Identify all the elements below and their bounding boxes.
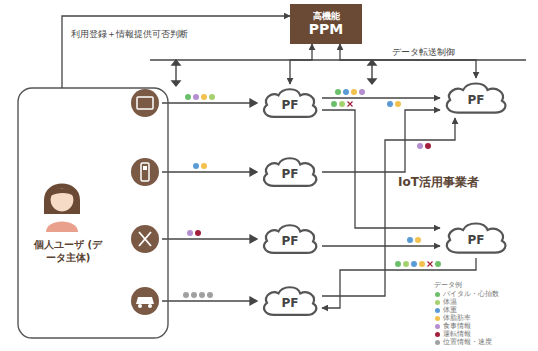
data-dot [209,94,215,100]
connector [322,110,440,172]
legend-swatch [435,300,440,305]
data-dot [351,89,357,95]
data-dot [395,261,401,267]
data-dot [425,143,431,149]
cloud-path [264,158,316,186]
platform-cloud: PF [440,78,512,118]
platform-cloud: PF [258,153,322,191]
legend-swatch [435,308,440,313]
blocked-mark [428,262,433,267]
data-dots [183,89,441,298]
data-dot [411,261,417,267]
operator-label: IoT活用事業者 [398,174,479,191]
ppm-box: 高機能PPM [290,4,362,44]
user-group-outline [18,88,168,338]
data-dot [201,163,207,169]
data-dot [199,292,205,298]
data-dot [183,292,189,298]
edge-label: 利用登録＋情報提供可否判断 [70,28,189,41]
platform-label: PF [468,93,485,107]
data-dot [419,261,425,267]
data-dot [343,89,349,95]
data-dot [201,94,207,100]
data-dot [335,89,341,95]
legend-swatch [435,340,440,345]
blocked-mark [348,102,353,107]
legend-swatch [435,332,440,337]
legend-swatch [435,292,440,297]
legend-text: 体重 [443,306,457,315]
bus-stubs [172,60,376,86]
connector [340,44,476,78]
data-dot [193,94,199,100]
data-dot [407,237,413,243]
device-arrows [162,99,257,305]
legend-text: 体脂肪率 [443,314,471,323]
legend-text: 体温 [443,298,457,307]
data-dot [191,292,197,298]
data-dot [195,230,201,236]
platform-label: PF [282,296,299,310]
legend-text: 運転情報 [443,330,471,339]
data-dot [387,101,393,107]
platform-label: PF [282,234,299,248]
legend-text: 位置情報・速度 [443,338,492,347]
platform-label: PF [468,233,485,247]
platform-label: PF [282,98,299,112]
platform-cloud: PF [258,282,322,320]
ppm-text: 高機能 [313,11,340,21]
connector [62,16,290,88]
connector [322,110,440,228]
platform-cloud: PF [258,220,322,258]
data-dot [403,261,409,267]
legend-swatch [435,316,440,321]
legend-swatch [435,324,440,329]
data-dot [359,89,365,95]
connector [290,44,312,84]
cloud-path [264,287,316,315]
data-dot [185,94,191,100]
platform-cloud: PF [440,218,512,258]
ppm-text: PPM [309,21,343,37]
cloud-path [264,89,316,117]
data-dot [207,292,213,298]
data-dot [415,237,421,243]
data-dot [395,101,401,107]
cloud-path [447,224,506,253]
connector [322,118,455,296]
data-dot [435,261,441,267]
data-dot [187,230,193,236]
cloud-path [447,84,506,113]
connector [322,258,476,308]
legend-text: バイタル・心拍数 [443,290,499,299]
device-icons [131,89,159,315]
data-dot [417,143,423,149]
user-group: 個人ユーザ (データ主体) [18,88,168,338]
data-dot [193,163,199,169]
cloud-path [264,225,316,253]
data-dot [331,101,337,107]
legend-text: 食事情報 [443,322,471,331]
platform-label: PF [282,167,299,181]
platform-cloud: PF [258,84,322,122]
data-dot [339,101,345,107]
user-label: 個人ユーザ (データ主体) [30,238,106,264]
connector [322,245,440,246]
legend-title: データ例 [434,281,462,290]
control-label: データ転送制御 [392,46,455,59]
connector [322,97,440,98]
person-icon [44,184,80,233]
